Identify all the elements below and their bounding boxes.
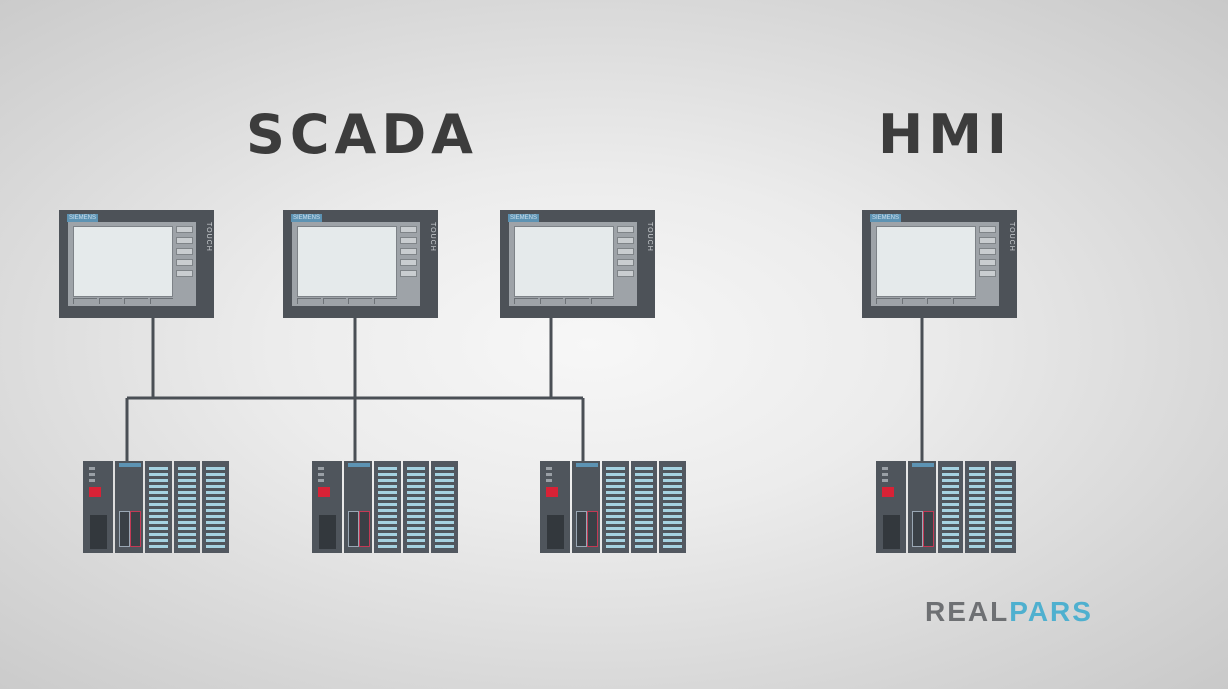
panel-label: TOUCH — [1008, 222, 1015, 252]
panel-brand: SIEMENS — [870, 214, 902, 222]
plc-rack-hmi — [876, 461, 1017, 553]
panel-screen — [876, 226, 976, 297]
panel-label: TOUCH — [646, 222, 653, 252]
realpars-logo: REALPARS — [925, 596, 1093, 627]
panel-screen — [297, 226, 397, 297]
panel-brand: SIEMENS — [508, 214, 540, 222]
panel-label: TOUCH — [205, 222, 212, 252]
panel-brand: SIEMENS — [291, 214, 323, 222]
panel-screen — [73, 226, 173, 297]
plc-rack-3 — [540, 461, 687, 553]
plc-rack-1 — [83, 461, 230, 553]
scada-panel-3: SIEMENS TOUCH — [500, 210, 655, 318]
hmi-panel: SIEMENS TOUCH — [862, 210, 1017, 318]
panel-brand: SIEMENS — [67, 214, 99, 222]
scada-panel-1: SIEMENS TOUCH — [59, 210, 214, 318]
scada-panel-2: SIEMENS TOUCH — [283, 210, 438, 318]
panel-label: TOUCH — [429, 222, 436, 252]
panel-screen — [514, 226, 614, 297]
plc-rack-2 — [312, 461, 459, 553]
hmi-title: HMI — [878, 103, 1013, 166]
scada-title: SCADA — [246, 103, 478, 166]
